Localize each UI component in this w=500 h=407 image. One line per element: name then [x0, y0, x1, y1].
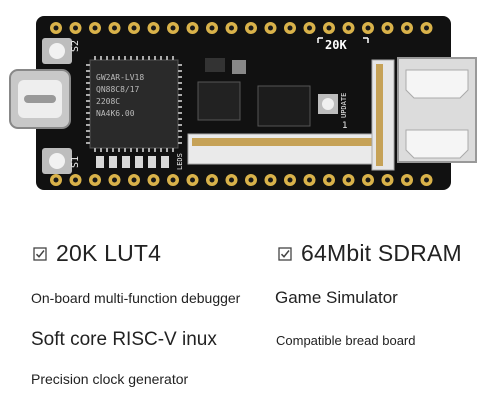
led [135, 156, 143, 168]
feature-clock: Precision clock generator [31, 371, 189, 387]
label-update: UPDATE [340, 93, 348, 118]
chip-line-2: QN88C8/17 [96, 85, 140, 94]
led [109, 156, 117, 168]
led [96, 156, 104, 168]
chip-line-3: 2208C [96, 97, 120, 106]
crystal [232, 60, 246, 74]
feature-game-simulator: Game Simulator [275, 288, 398, 307]
sdram-chip [197, 81, 241, 121]
led [122, 156, 130, 168]
label-s1: S1 [70, 156, 81, 168]
feature-sdram-label: 64Mbit SDRAM [301, 240, 462, 266]
checkbox-icon [278, 246, 292, 261]
feature-breadboard: Compatible bread board [276, 333, 416, 348]
feature-riscv: Soft core RISC-V inux [31, 329, 217, 350]
pin-header-bottom [50, 174, 433, 186]
small-ic [205, 58, 225, 72]
fpga-board-photo: S2 S1 GW2AR-LV18 QN88C8/17 2208C NA4K6.0… [9, 16, 477, 190]
feature-debugger: On-board multi-function debugger [31, 290, 241, 306]
fpga-chip [89, 59, 179, 149]
label-s2: S2 [70, 40, 81, 52]
label-20k: 20K [325, 38, 347, 52]
label-leds: LEDS [176, 153, 184, 170]
fpga-chip-pins [86, 56, 182, 152]
chip-line-1: GW2AR-LV18 [96, 73, 144, 82]
pin-header-top [50, 22, 433, 34]
product-image: S2 S1 GW2AR-LV18 QN88C8/17 2208C NA4K6.0… [9, 16, 477, 190]
label-pin1: 1 [342, 121, 348, 131]
chip-line-4: NA4K6.00 [96, 109, 135, 118]
debugger-chip [257, 85, 311, 127]
led [148, 156, 156, 168]
led [161, 156, 169, 168]
led-row [96, 156, 169, 168]
feature-lut4-label: 20K LUT4 [56, 240, 162, 266]
checkbox-icon [33, 246, 47, 261]
feature-sdram: 64Mbit SDRAM [278, 240, 462, 267]
feature-lut4: 20K LUT4 [33, 240, 161, 267]
